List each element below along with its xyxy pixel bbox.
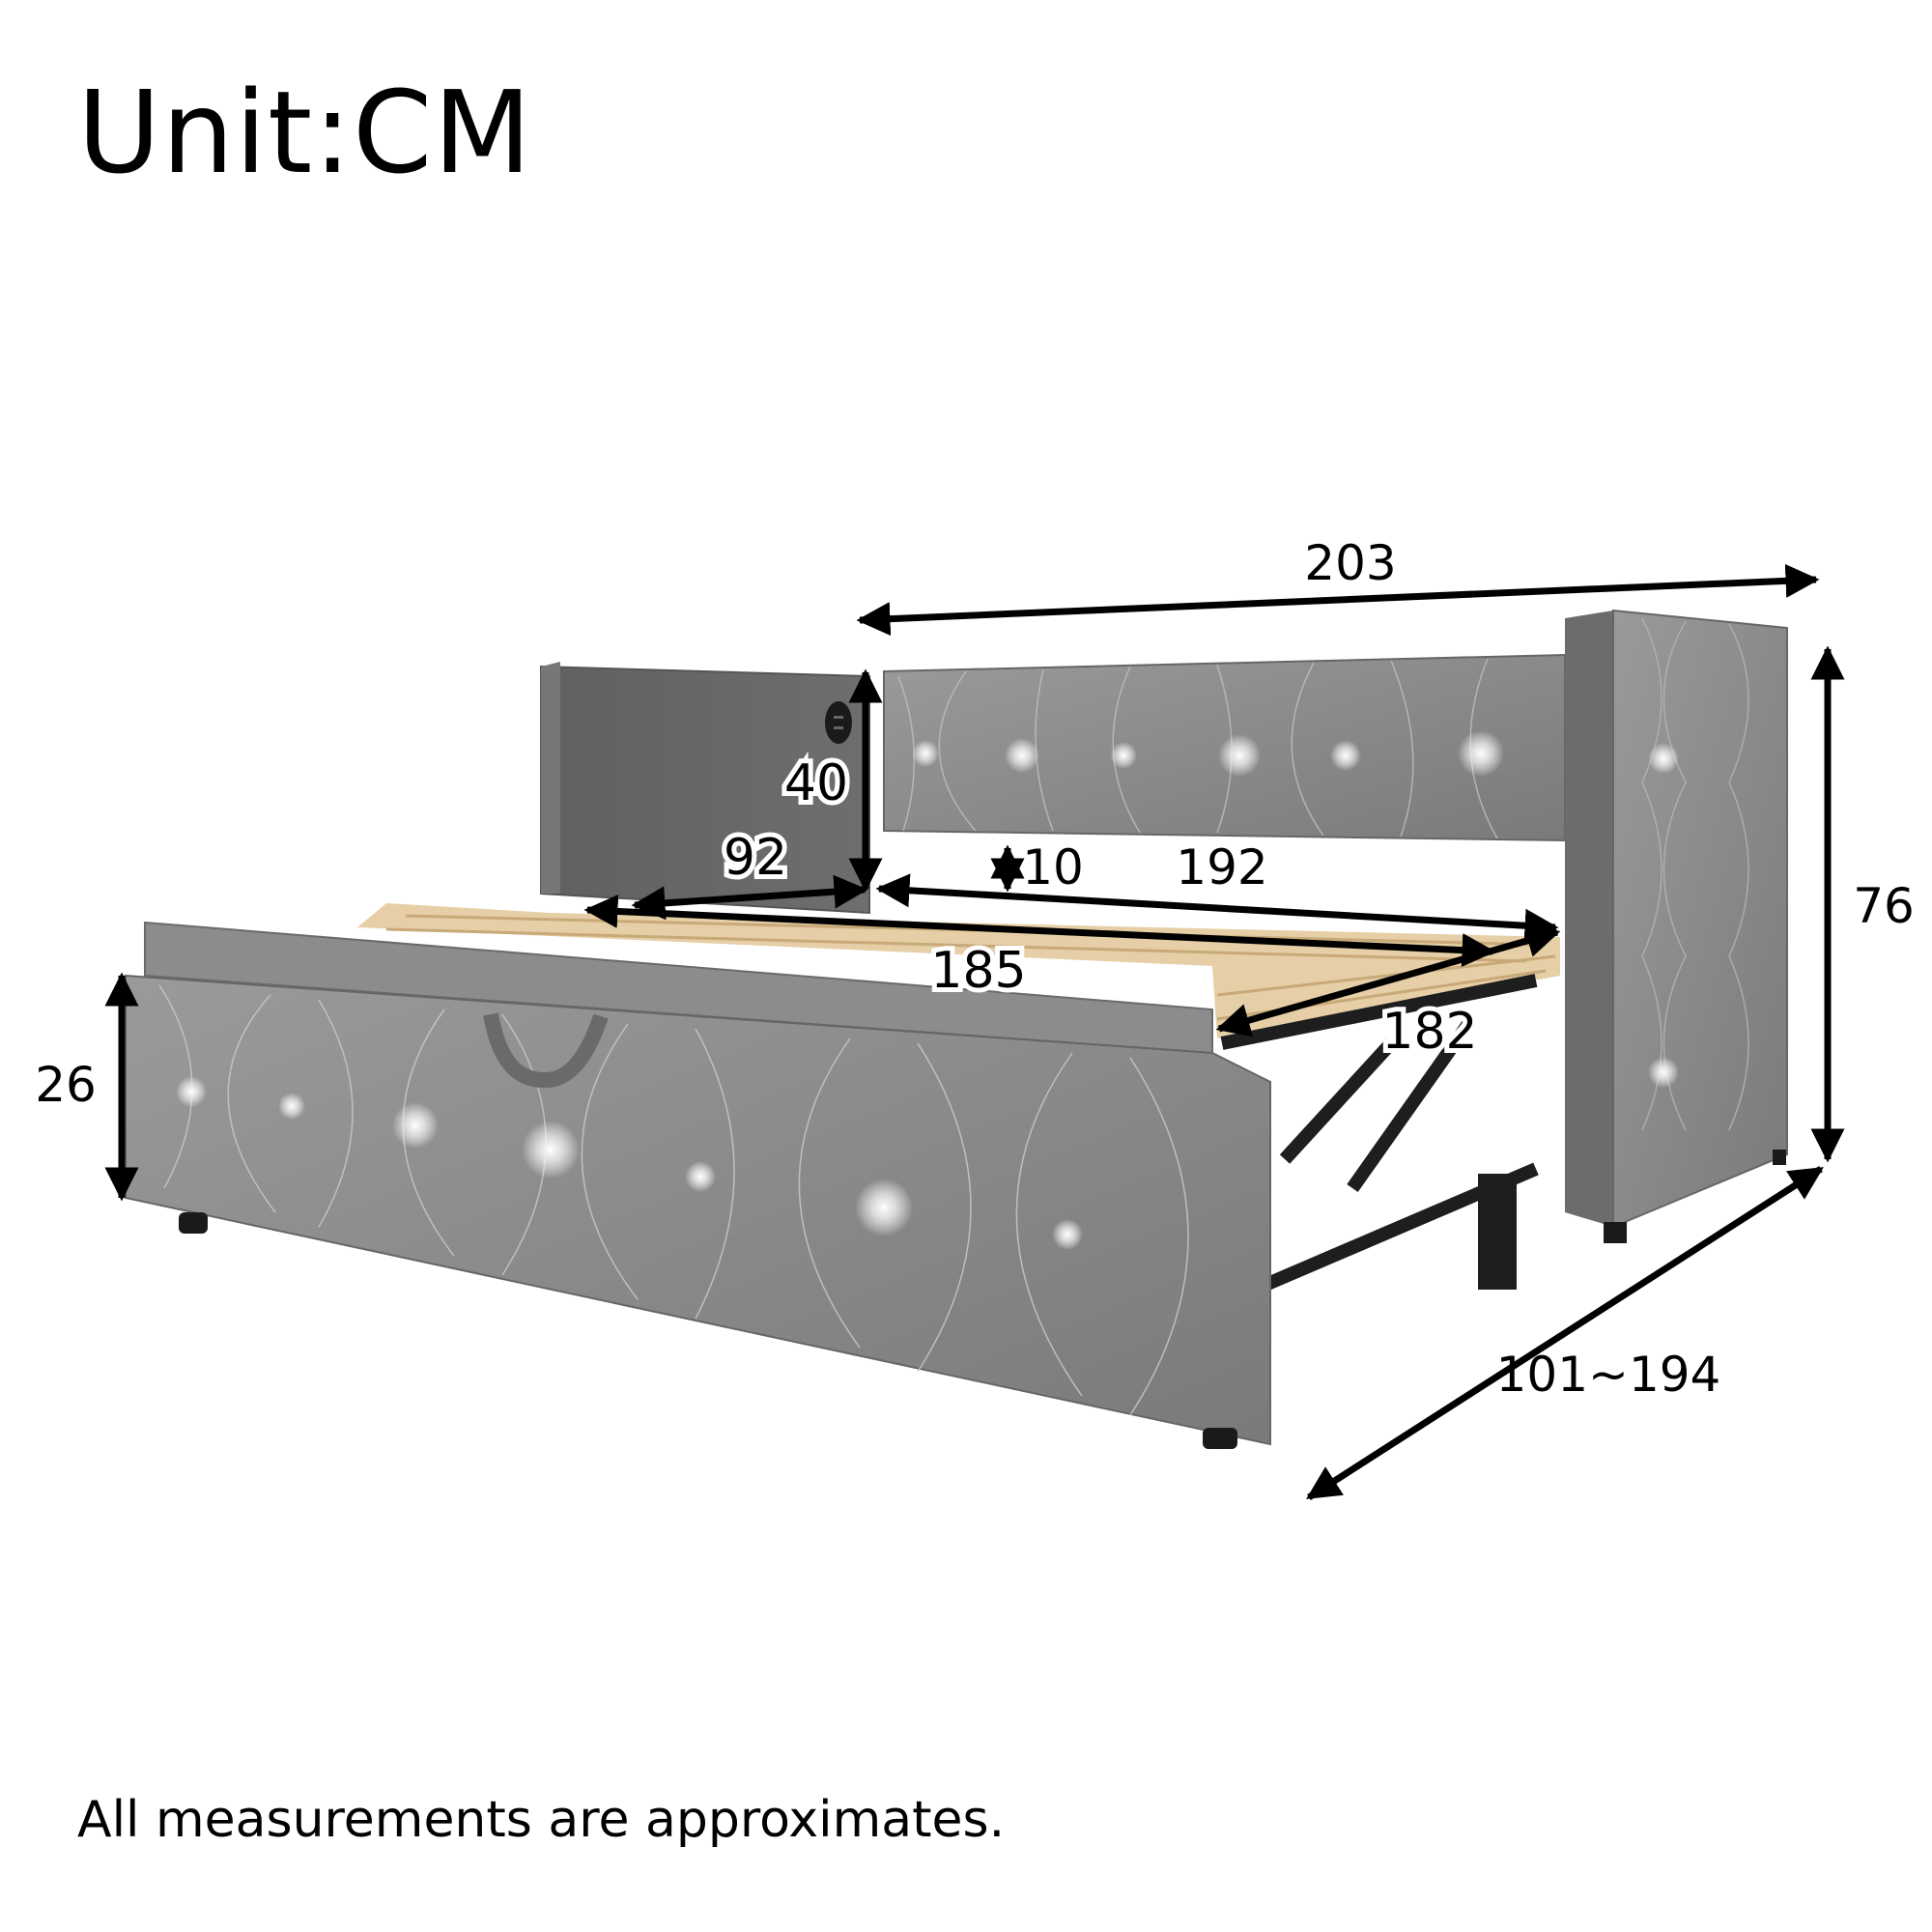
label-trundle-length: 185 — [930, 942, 1026, 1000]
trundle-front-panel — [125, 974, 1271, 1449]
label-inner-width: 92 — [724, 829, 787, 887]
right-armrest — [1565, 609, 1788, 1243]
label-trundle-height: 26 — [35, 1057, 97, 1113]
trundle-handle-icon — [483, 1012, 609, 1089]
label-overall-length: 203 — [1304, 535, 1396, 591]
usb-port-icon — [825, 701, 852, 744]
frame-leg — [1478, 1174, 1517, 1290]
label-trundle-inner-length: 182 — [1381, 1003, 1477, 1061]
dimension-lines — [104, 563, 1845, 1500]
label-overall-height: 76 — [1853, 878, 1915, 934]
dim-line-203 — [856, 563, 1820, 637]
label-backrest-gap: 10 — [1022, 839, 1084, 895]
label-depth-range: 101~194 — [1496, 1347, 1721, 1403]
measurement-disclaimer: All measurements are approximates. — [77, 1791, 1006, 1849]
backrest — [883, 653, 1566, 842]
dim-line-182 — [1215, 923, 1561, 1037]
crystal-button-icon — [912, 730, 1504, 777]
unit-title: Unit:CM — [77, 66, 533, 199]
crystal-button-icon — [176, 1076, 1083, 1250]
label-inner-length: 192 — [1176, 839, 1267, 895]
label-armrest-height: 40 — [784, 754, 848, 812]
dim-line-101-194 — [1306, 1166, 1824, 1500]
